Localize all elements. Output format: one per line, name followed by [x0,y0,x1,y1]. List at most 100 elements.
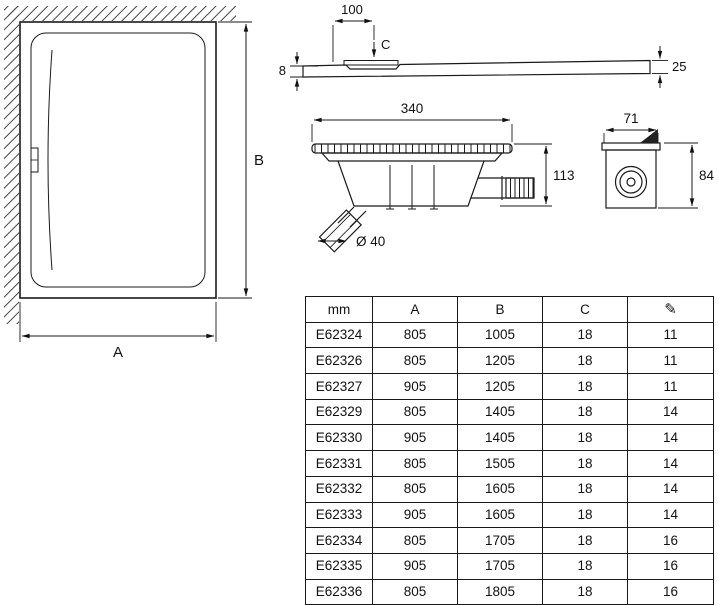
a-cell: 805 [372,347,458,375]
ref-cell: E62331 [305,450,373,477]
c-cell: 18 [542,501,628,529]
ref-cell: E62327 [305,373,373,400]
a-cell: 805 [372,398,458,426]
extra-cell: 16 [627,527,714,554]
extra-cell: 11 [627,321,714,349]
profile-end-thickness-label: 25 [672,59,686,74]
tray-profile-outline [302,59,651,78]
b-cell: 1505 [457,450,543,477]
endview-height-label: 84 [699,168,715,183]
drain-section-view: 340 [311,101,575,253]
pencil-icon: ✎ [664,300,677,318]
profile-recess-label: C [381,37,390,52]
ref-cell: E62333 [305,501,373,529]
header-mm: mm [305,296,373,323]
a-cell: 805 [372,450,458,477]
b-cell: 1605 [457,501,543,529]
tray-outer-edge [19,21,217,299]
endview-body [605,149,657,209]
extra-cell: 11 [627,373,714,400]
a-cell: 805 [372,527,458,554]
ref-cell: E62329 [305,398,373,426]
extra-cell: 14 [627,450,714,477]
ref-cell: E62336 [305,578,373,605]
c-cell: 18 [542,450,628,477]
ref-cell: E62334 [305,527,373,554]
plan-width-label: A [113,344,123,361]
header-b: B [457,296,543,323]
c-cell: 18 [542,398,628,426]
ref-cell: E62335 [305,552,373,580]
drain-body [337,160,485,207]
b-cell: 1805 [457,578,543,605]
b-cell: 1705 [457,527,543,554]
header-extra: ✎ [627,296,714,323]
endview-outer-ring [614,165,648,199]
profile-section-view: 100 C 8 25 [279,2,686,91]
a-cell: 805 [372,475,458,503]
drain-bolts [386,165,438,210]
ref-cell: E62330 [305,424,373,452]
endview-lever [640,129,658,143]
extra-cell: 14 [627,398,714,426]
a-cell: 905 [372,373,458,400]
header-a: A [372,296,458,323]
endview-width-label: 71 [623,111,638,126]
extra-cell: 14 [627,424,714,452]
drain-cover-profile [343,60,399,66]
tray-inner-edge [30,32,206,288]
wall-hatch-left [4,6,19,324]
drain-flange-width-label: 340 [401,101,424,116]
a-cell: 805 [372,578,458,605]
c-cell: 18 [542,373,628,400]
endview-center [626,177,636,187]
tray-slope-contour [47,49,53,271]
a-cell: 805 [372,321,458,349]
c-cell: 18 [542,321,628,349]
ref-cell: E62324 [305,321,373,349]
b-cell: 1405 [457,424,543,452]
b-cell: 1405 [457,398,543,426]
wall-hatch-top [8,6,236,21]
ref-cell: E62326 [305,347,373,375]
extra-cell: 16 [627,552,714,580]
c-cell: 18 [542,347,628,375]
header-c: C [542,296,628,323]
c-cell: 18 [542,527,628,554]
endview-inner-ring [619,170,643,194]
table-header-row: mm A B C ✎ [305,296,714,323]
profile-edge-thickness-label: 8 [279,63,286,78]
c-cell: 18 [542,424,628,452]
c-cell: 18 [542,475,628,503]
plan-depth-label: B [254,152,264,169]
c-cell: 18 [542,578,628,605]
drain-outlet-diameter-label: Ø 40 [356,234,385,249]
endview-flange [601,142,661,151]
drain-grate [311,143,513,154]
ref-cell: E62332 [305,475,373,503]
extra-cell: 14 [627,475,714,503]
b-cell: 1605 [457,475,543,503]
b-cell: 1205 [457,373,543,400]
a-cell: 905 [372,424,458,452]
drain-end-view: 71 84 [601,111,715,209]
extra-cell: 11 [627,347,714,375]
drain-total-height-label: 113 [553,168,575,183]
b-cell: 1205 [457,347,543,375]
c-cell: 18 [542,552,628,580]
plan-view: A B [4,6,264,361]
